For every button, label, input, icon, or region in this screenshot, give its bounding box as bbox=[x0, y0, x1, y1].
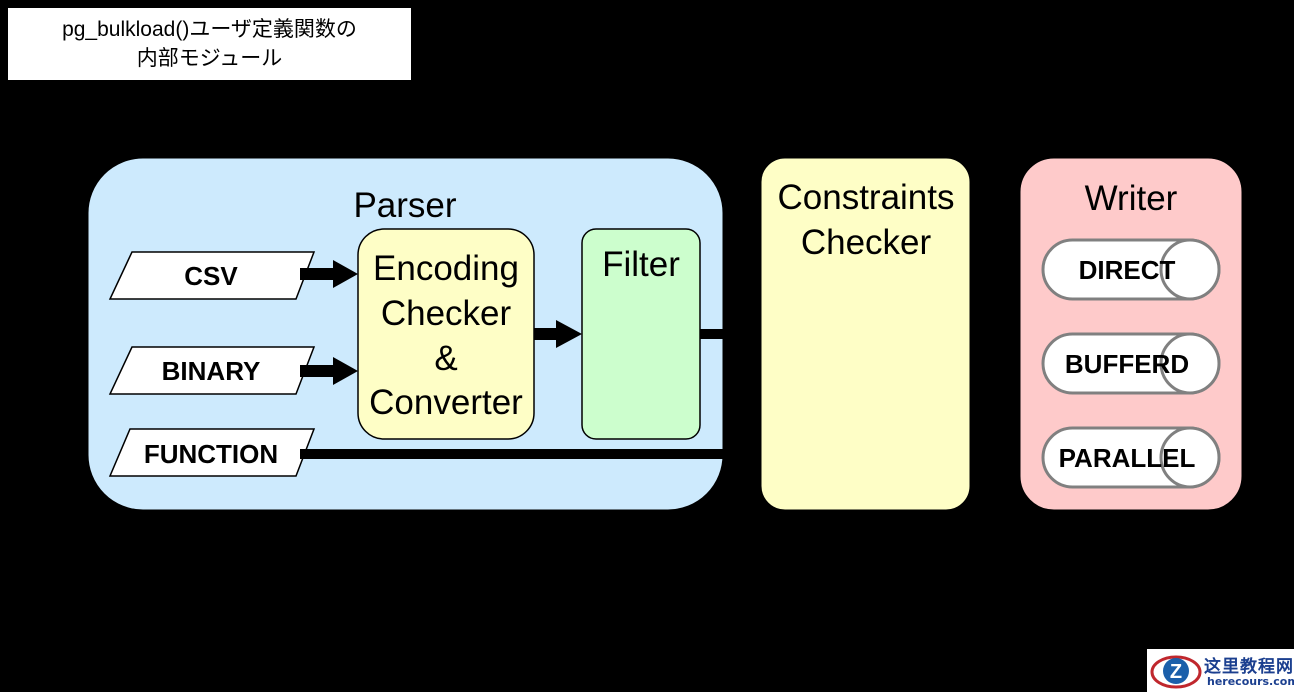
filter-output-line bbox=[700, 329, 723, 339]
input-csv-label: CSV bbox=[184, 261, 238, 291]
writer-mode-bufferd-label: BUFFERD bbox=[1065, 349, 1189, 379]
diagram-title-line2: 内部モジュール bbox=[136, 47, 283, 70]
constraints-line1: Constraints bbox=[777, 178, 954, 217]
writer-mode-parallel-label: PARALLEL bbox=[1059, 443, 1196, 473]
constraints-line2: Checker bbox=[801, 223, 932, 262]
diagram-title-line1: pg_bulkload()ユーザ定義関数の bbox=[62, 18, 357, 41]
watermark: Z 这里教程网 herecours.com bbox=[1147, 649, 1294, 692]
encoding-line1: Encoding bbox=[373, 249, 519, 288]
arrow-csv bbox=[300, 260, 358, 288]
watermark-site-url: herecours.com bbox=[1207, 675, 1294, 688]
input-binary-label: BINARY bbox=[162, 356, 261, 386]
input-function-label: FUNCTION bbox=[144, 439, 278, 469]
constraints-box bbox=[760, 157, 971, 511]
watermark-logo-icon: Z bbox=[1150, 655, 1202, 689]
writer-label: Writer bbox=[1085, 179, 1178, 218]
svg-text:Z: Z bbox=[1170, 661, 1182, 683]
writer-mode-direct-label: DIRECT bbox=[1079, 255, 1176, 285]
input-function-shape bbox=[108, 428, 316, 477]
function-line bbox=[300, 449, 723, 459]
input-csv-shape bbox=[108, 251, 316, 300]
arrow-encoding-to-filter bbox=[534, 320, 582, 348]
writer-mode-parallel: PARALLEL bbox=[1041, 426, 1221, 489]
parser-label: Parser bbox=[353, 186, 456, 225]
encoding-line3: & bbox=[434, 339, 457, 378]
writer-mode-direct: DIRECT bbox=[1041, 238, 1221, 301]
input-binary-shape bbox=[108, 346, 316, 395]
diagram-title: pg_bulkload()ユーザ定義関数の 内部モジュール bbox=[7, 7, 412, 81]
writer-mode-bufferd: BUFFERD bbox=[1041, 332, 1221, 395]
filter-label: Filter bbox=[602, 245, 680, 284]
encoding-line2: Checker bbox=[381, 294, 512, 333]
encoding-line4: Converter bbox=[369, 383, 523, 422]
arrow-binary bbox=[300, 357, 358, 385]
watermark-site-name: 这里教程网 bbox=[1204, 657, 1294, 677]
